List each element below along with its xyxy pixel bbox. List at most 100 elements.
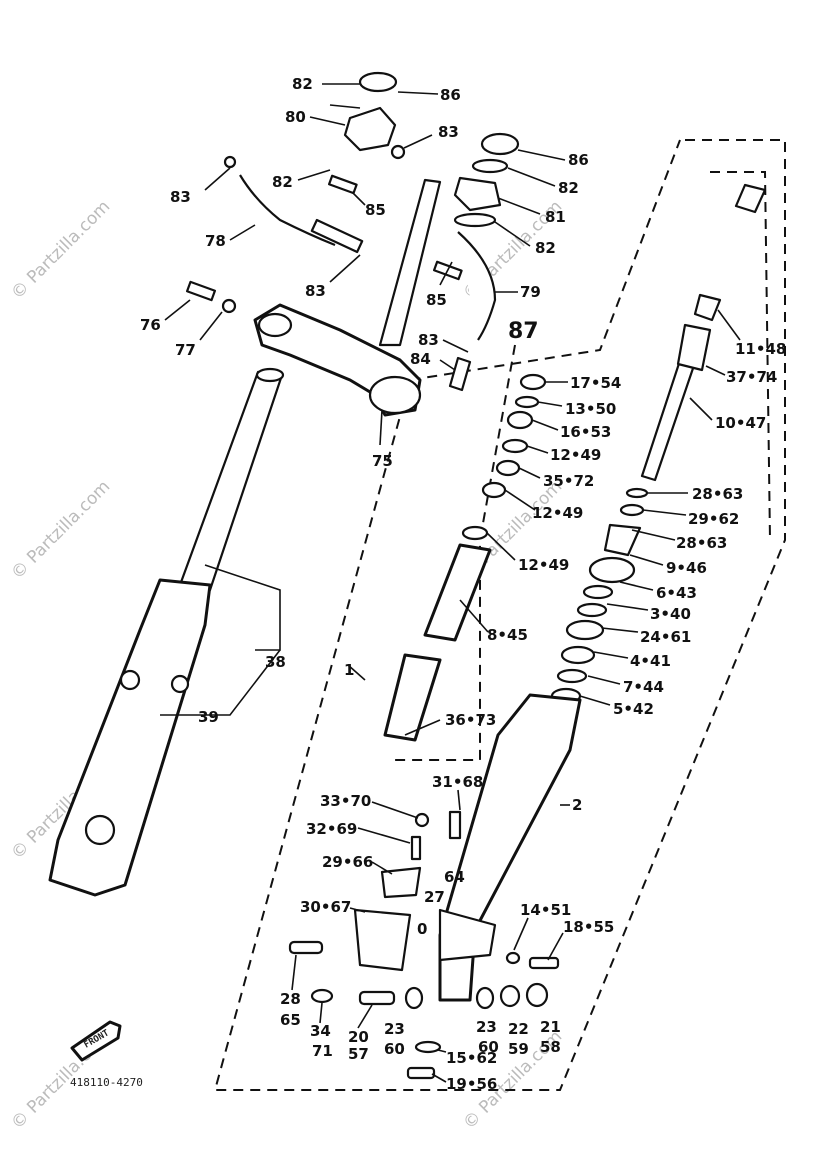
- label-12-49a: 12•49: [550, 446, 601, 464]
- label-3-40: 3•40: [650, 605, 691, 623]
- inner-tube-top: [255, 367, 285, 383]
- label-60b: 60: [478, 1038, 499, 1056]
- steering-stem: [378, 178, 442, 347]
- label-17-54: 17•54: [570, 374, 621, 392]
- label-28-63b: 28•63: [676, 534, 727, 552]
- bolt-18: [528, 956, 560, 970]
- label-82b: 82: [272, 173, 293, 191]
- label-9-46: 9•46: [666, 559, 707, 577]
- label-19-56: 19•56: [446, 1075, 497, 1093]
- label-29-66: 29•66: [322, 853, 373, 871]
- label-15-62: 15•62: [446, 1049, 497, 1067]
- label-16-53: 16•53: [560, 423, 611, 441]
- washer-23a: [404, 986, 424, 1010]
- label-28-63a: 28•63: [692, 485, 743, 503]
- label-11-48: 11•48: [735, 340, 786, 358]
- label-76: 76: [140, 316, 161, 334]
- cap-86: [480, 132, 520, 156]
- label-27: 27: [424, 888, 445, 906]
- cap-17: [519, 373, 547, 391]
- label-22: 22: [508, 1020, 529, 1038]
- label-4-41: 4•41: [630, 652, 671, 670]
- label-85a: 85: [365, 201, 386, 219]
- label-65: 65: [280, 1011, 301, 1029]
- ring-29: [619, 503, 645, 517]
- damper-parts: [383, 373, 547, 742]
- spacer-13: [514, 395, 540, 409]
- label-6-43: 6•43: [656, 584, 697, 602]
- label-21: 21: [540, 1018, 561, 1036]
- assembly-outlines: [213, 139, 786, 1091]
- bracket-clamp-left: [257, 312, 293, 338]
- shim-82: [471, 158, 509, 174]
- label-77: 77: [175, 341, 196, 359]
- spring-11: [734, 183, 767, 214]
- washer-77: [221, 298, 237, 314]
- label-58: 58: [540, 1038, 561, 1056]
- label-29-62: 29•62: [688, 510, 739, 528]
- label-83d: 83: [418, 331, 439, 349]
- washer-22: [499, 984, 521, 1008]
- label-7-44: 7•44: [623, 678, 664, 696]
- label-37-74: 37•74: [726, 368, 777, 386]
- washer-14: [505, 951, 521, 965]
- nut-16: [506, 410, 534, 430]
- label-30-67: 30•67: [300, 898, 351, 916]
- label-83b: 83: [170, 188, 191, 206]
- o-ring-83b: [223, 155, 237, 169]
- fork-assembly-outline: [213, 139, 786, 1091]
- screw-28: [288, 940, 324, 955]
- label-83c: 83: [305, 282, 326, 300]
- label-32-69: 32•69: [306, 820, 357, 838]
- label-82d: 82: [535, 239, 556, 257]
- label-75: 75: [372, 452, 393, 470]
- label-33-70: 33•70: [320, 792, 371, 810]
- label-86a: 86: [440, 86, 461, 104]
- label-86b: 86: [568, 151, 589, 169]
- caliper-mount-2: [170, 674, 190, 694]
- label-2: 2: [572, 796, 582, 814]
- inner-assembly-outline: [710, 171, 771, 541]
- label-36-73: 36•73: [445, 711, 496, 729]
- label-31-68: 31•68: [432, 773, 483, 791]
- label-1: 1: [344, 661, 354, 679]
- label-23a: 23: [384, 1020, 405, 1038]
- left-fork-assembled: [48, 367, 285, 897]
- label-10-47: 10•47: [715, 414, 766, 432]
- label-38: 38: [265, 653, 286, 671]
- label-0: 0: [417, 920, 427, 938]
- oil-seal-4: [560, 645, 596, 665]
- cap-34: [310, 988, 334, 1004]
- piece-28b: [603, 523, 642, 557]
- ring-12a: [501, 438, 529, 454]
- holder-29: [380, 866, 422, 899]
- seat-9: [588, 556, 636, 584]
- cylinder-36: [383, 653, 442, 742]
- bushing-7: [556, 668, 588, 684]
- label-34: 34: [310, 1022, 331, 1040]
- ring-12b: [481, 481, 507, 499]
- hose-fitting-78: [310, 218, 364, 254]
- label-23b: 23: [476, 1018, 497, 1036]
- shim-82b: [453, 212, 497, 228]
- label-81: 81: [545, 208, 566, 226]
- label-78: 78: [205, 232, 226, 250]
- diagram-code: 418110-4270: [70, 1076, 143, 1089]
- o-ring-83: [390, 144, 406, 160]
- label-57: 57: [348, 1045, 369, 1063]
- bolt-76: [185, 280, 217, 302]
- label-14-51: 14•51: [520, 901, 571, 919]
- bolt-20: [358, 990, 396, 1006]
- label-28: 28: [280, 990, 301, 1008]
- joint-84: [448, 356, 472, 392]
- label-13-50: 13•50: [565, 400, 616, 418]
- label-80: 80: [285, 108, 306, 126]
- watermark: © Partzilla.com: [7, 197, 114, 304]
- handlebar-clamps: [453, 132, 520, 228]
- outer-tube-39: [48, 578, 212, 897]
- label-59: 59: [508, 1040, 529, 1058]
- steering-stem-group: [185, 71, 497, 417]
- piece-35: [495, 459, 521, 477]
- right-fork-exploded: [438, 183, 767, 1002]
